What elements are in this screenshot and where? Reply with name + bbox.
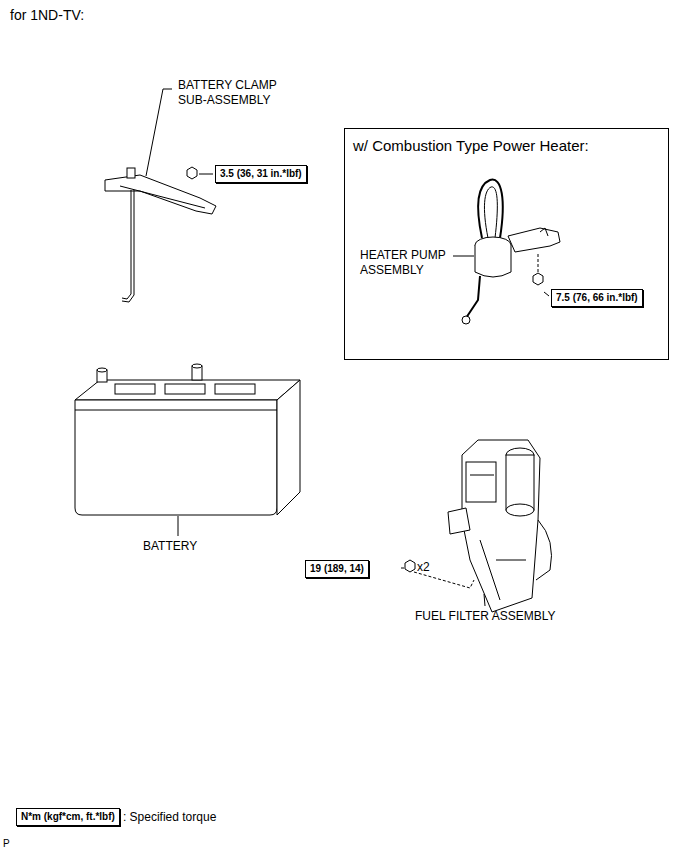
torque-box: 19 (189, 14) — [305, 560, 369, 578]
torque-value: 7.5 (76, 66 in.*lbf) — [556, 292, 638, 303]
torque-value: 19 (189, 14) — [310, 563, 364, 574]
torque-box: 3.5 (36, 31 in.*lbf) — [215, 165, 307, 183]
part-name: HEATER PUMP ASSEMBLY — [360, 248, 452, 278]
quantity: x2 — [417, 560, 430, 575]
torque-value: N*m (kgf*cm, ft.*lbf) — [21, 811, 115, 822]
torque-value: 3.5 (36, 31 in.*lbf) — [220, 168, 302, 179]
part-name: FUEL FILTER ASSEMBLY — [415, 609, 555, 624]
page-mark: P — [3, 836, 10, 851]
panel-heading: w/ Combustion Type Power Heater: — [353, 137, 668, 155]
torque-box: 7.5 (76, 66 in.*lbf) — [551, 289, 643, 307]
diagram-title: for 1ND-TV: — [10, 8, 84, 23]
legend-text: : Specified torque — [123, 810, 216, 825]
variant-panel: w/ Combustion Type Power Heater: 7.5 (76,… — [344, 128, 669, 360]
part-name: BATTERY CLAMP SUB-ASSEMBLY — [178, 78, 303, 108]
part-name: BATTERY — [143, 539, 197, 554]
torque-legend-box: N*m (kgf*cm, ft.*lbf) — [16, 808, 120, 826]
